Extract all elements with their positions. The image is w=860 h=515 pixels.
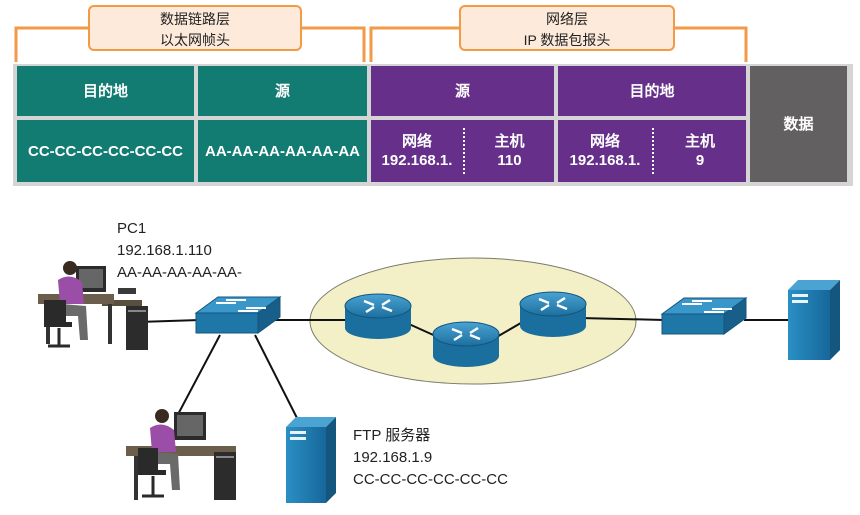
router-1-icon (344, 293, 412, 339)
pc1-ip: 192.168.1.110 (117, 242, 212, 259)
ip-src-host: 主机 110 (465, 120, 554, 182)
ip-src-host-label: 主机 (494, 133, 525, 150)
pc1-name: PC1 (117, 220, 147, 237)
ip-subtitle: IP 数据包报头 (523, 32, 611, 48)
ip-dest-host-value: 9 (695, 152, 705, 169)
ftp-mac: CC-CC-CC-CC-CC-CC (353, 471, 508, 488)
pc2-workstation-icon (126, 409, 236, 500)
link-router3-switch2 (579, 317, 665, 321)
link-switch-ftp (254, 334, 299, 421)
ip-dest-divider (652, 128, 654, 174)
header-ip-dest: 目的地 (558, 66, 746, 116)
link-switch-pc2 (174, 334, 221, 421)
datalink-callout: 数据链路层 以太网帧头 (88, 5, 302, 51)
datalink-title: 数据链路层 (160, 11, 230, 27)
value-ip-dest: 网络 192.168.1. 主机 9 (558, 120, 746, 182)
value-eth-src: AA-AA-AA-AA-AA-AA (198, 120, 367, 182)
ip-src-net-label: 网络 (401, 133, 432, 150)
ip-callout: 网络层 IP 数据包报头 (459, 5, 675, 51)
header-data: 数据 (750, 66, 847, 182)
ip-dest-net-label: 网络 (589, 133, 620, 150)
switch-2-icon (660, 297, 748, 335)
ip-title: 网络层 (546, 11, 588, 27)
ftp-name: FTP 服务器 (353, 427, 431, 444)
ip-src-net-value: 192.168.1. (381, 152, 453, 169)
header-eth-dest: 目的地 (17, 66, 194, 116)
server-icon (788, 280, 840, 360)
header-eth-src: 源 (198, 66, 367, 116)
ftp-ip: 192.168.1.9 (353, 449, 433, 466)
ip-dest-net-value: 192.168.1. (569, 152, 641, 169)
datalink-subtitle: 以太网帧头 (160, 32, 230, 48)
ip-src-host-value: 110 (497, 152, 522, 169)
switch-1-icon (194, 296, 282, 334)
value-eth-dest: CC-CC-CC-CC-CC-CC (17, 120, 194, 182)
ip-dest-host: 主机 9 (654, 120, 746, 182)
pc1-mac: AA-AA-AA-AA-AA- (117, 264, 243, 281)
ip-src-divider (463, 128, 465, 174)
ip-dest-host-label: 主机 (684, 133, 715, 150)
ftp-server-icon (286, 417, 336, 503)
router-3-icon (519, 291, 587, 337)
ip-dest-network: 网络 192.168.1. (558, 120, 652, 182)
value-ip-src: 网络 192.168.1. 主机 110 (371, 120, 554, 182)
router-2-icon (432, 321, 500, 367)
ip-src-network: 网络 192.168.1. (371, 120, 463, 182)
pc1-workstation-icon (38, 261, 148, 350)
header-ip-src: 源 (371, 66, 554, 116)
link-pc1-switch (137, 319, 201, 323)
